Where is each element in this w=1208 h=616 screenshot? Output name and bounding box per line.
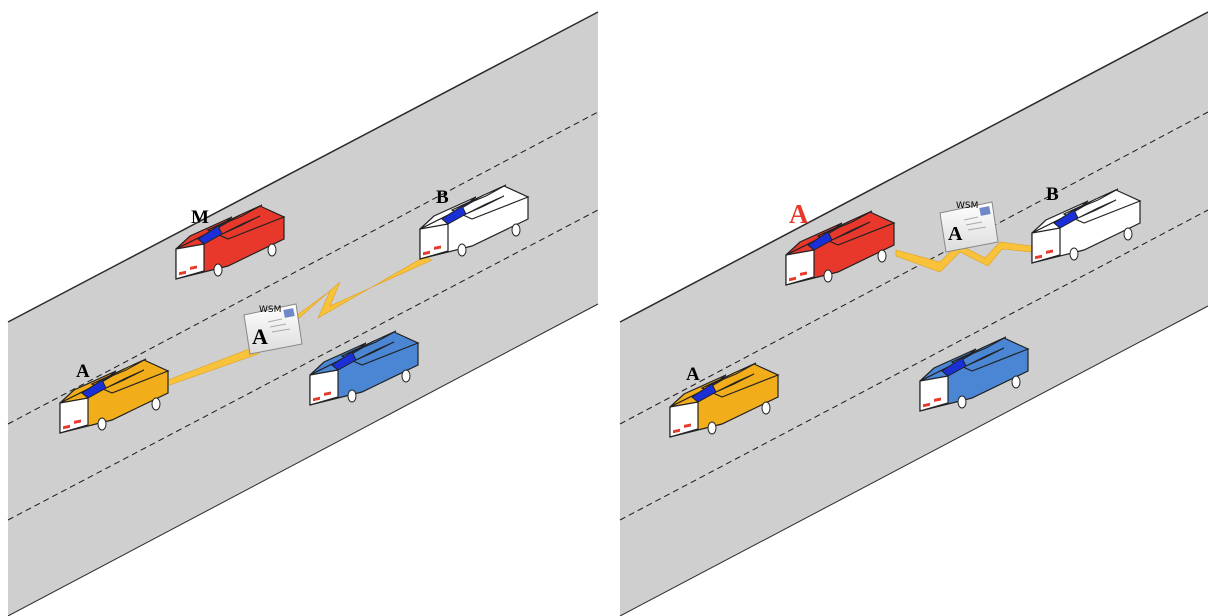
left-lane-divider-2: [7, 209, 599, 521]
left-wsm-tag: WSM: [259, 305, 281, 315]
right-lane-divider-2: [619, 209, 1208, 521]
left-label-m: M: [191, 207, 209, 228]
left-label-b: B: [436, 187, 449, 208]
right-label-b: B: [1046, 184, 1059, 205]
left-road-edge-top: [7, 11, 599, 323]
right-lane-divider-1: [619, 111, 1208, 425]
right-label-a: A: [686, 364, 700, 385]
right-wsm-tag: WSM: [956, 201, 978, 211]
right-wsm-envelope: A: [939, 201, 999, 253]
right-label-impersonated-a: A: [789, 199, 809, 229]
right-panel: A WSM A B A: [619, 11, 1208, 616]
right-wsm-envelope-letter: A: [948, 223, 963, 245]
left-label-a: A: [76, 361, 90, 382]
left-panel: A WSM M B A: [7, 11, 599, 616]
left-lane-divider-1: [7, 111, 599, 425]
left-wireless-link-bolt: [159, 256, 433, 388]
right-road-edge-top: [619, 11, 1208, 323]
right-road: [620, 12, 1208, 616]
left-wsm-envelope: A: [243, 303, 303, 355]
left-road-edge-bottom: [7, 303, 599, 616]
left-wsm-envelope-letter: A: [252, 324, 268, 349]
right-road-edge-bottom: [619, 305, 1208, 616]
